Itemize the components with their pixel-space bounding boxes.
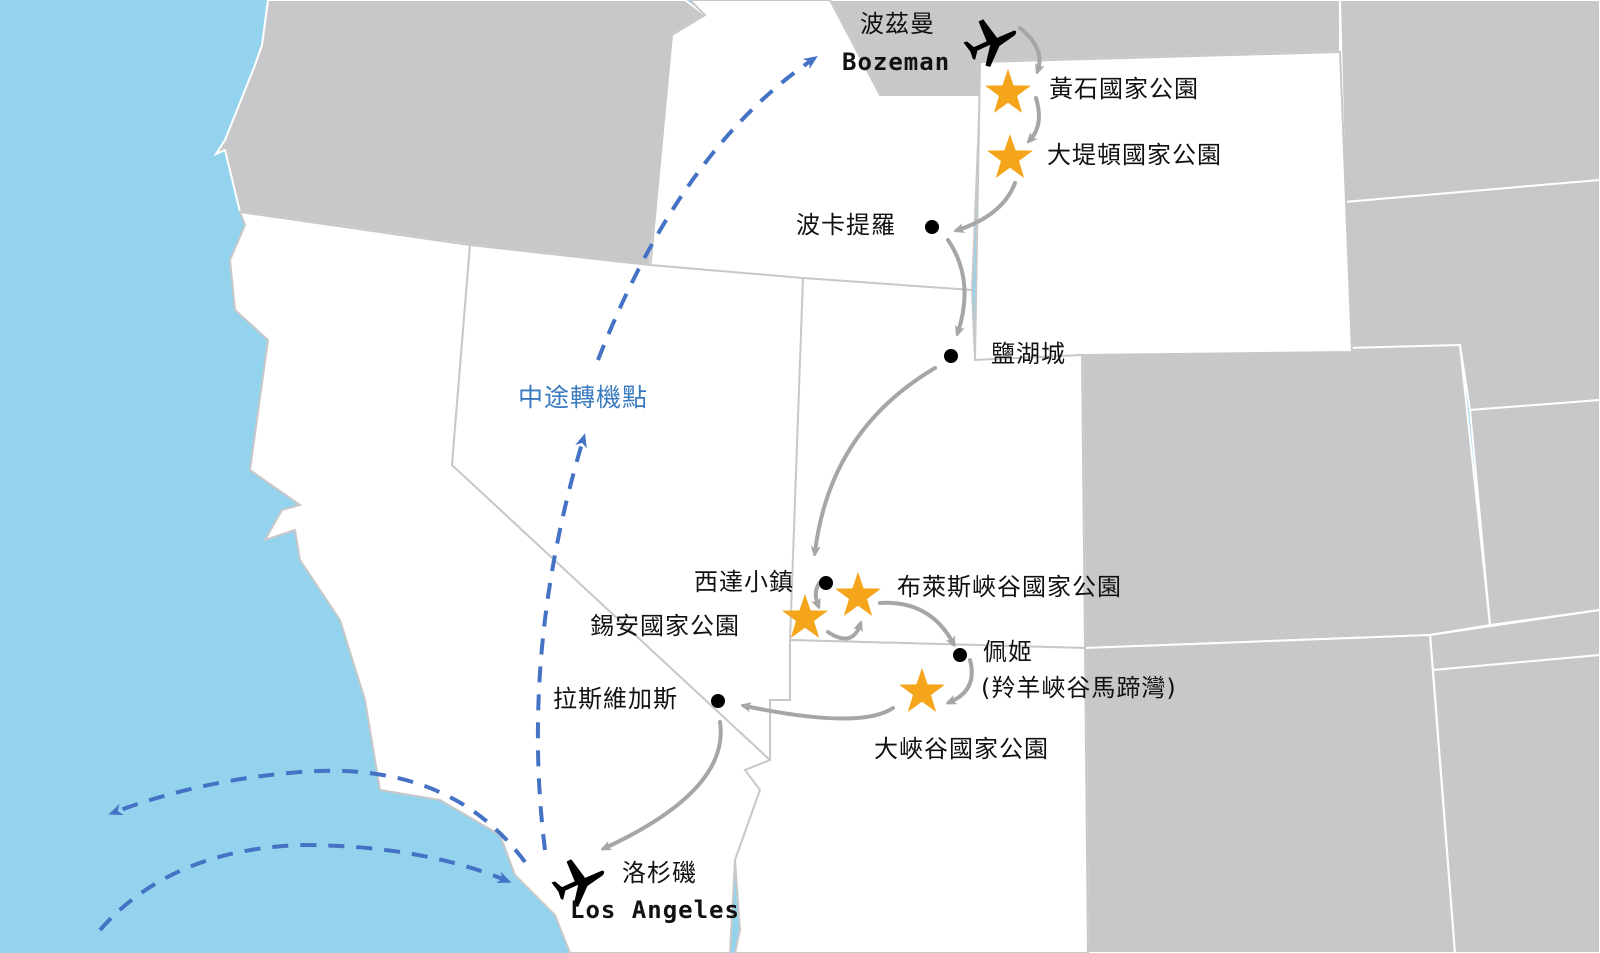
city-label-salt-lake: 鹽湖城	[991, 340, 1066, 368]
flight-paths	[98, 56, 818, 932]
city-label-cedar-city: 西達小鎮	[694, 568, 794, 596]
city-dot-salt-lake	[944, 349, 958, 363]
city-dots	[711, 220, 967, 708]
park-label-zion: 錫安國家公園	[590, 612, 740, 640]
city-dot-page	[953, 648, 967, 662]
city-dot-las-vegas	[711, 694, 725, 708]
visited-regions	[228, 0, 1354, 953]
city-label-pocatello: 波卡提羅	[796, 211, 896, 239]
other-regions	[213, 0, 1600, 953]
driving-route	[605, 26, 1040, 848]
airport-label-los-angeles-en: Los Angeles	[570, 896, 740, 924]
park-label-grand-teton: 大堤頓國家公園	[1047, 141, 1222, 169]
city-dot-cedar-city	[819, 576, 833, 590]
airport-label-bozeman-zh: 波茲曼	[860, 10, 935, 38]
transfer-label: 中途轉機點	[518, 383, 649, 412]
city-label-page-sub: (羚羊峽谷馬蹄灣)	[981, 674, 1177, 702]
park-label-yellowstone: 黃石國家公園	[1049, 75, 1199, 103]
city-dot-pocatello	[925, 220, 939, 234]
airport-label-bozeman-en: Bozeman	[842, 48, 951, 76]
city-label-las-vegas: 拉斯維加斯	[553, 685, 678, 713]
park-label-grand-canyon: 大峽谷國家公園	[874, 735, 1049, 763]
city-label-page: 佩姬	[983, 638, 1033, 666]
airport-label-los-angeles-zh: 洛杉磯	[622, 859, 697, 887]
park-label-bryce: 布萊斯峽谷國家公園	[897, 573, 1122, 601]
